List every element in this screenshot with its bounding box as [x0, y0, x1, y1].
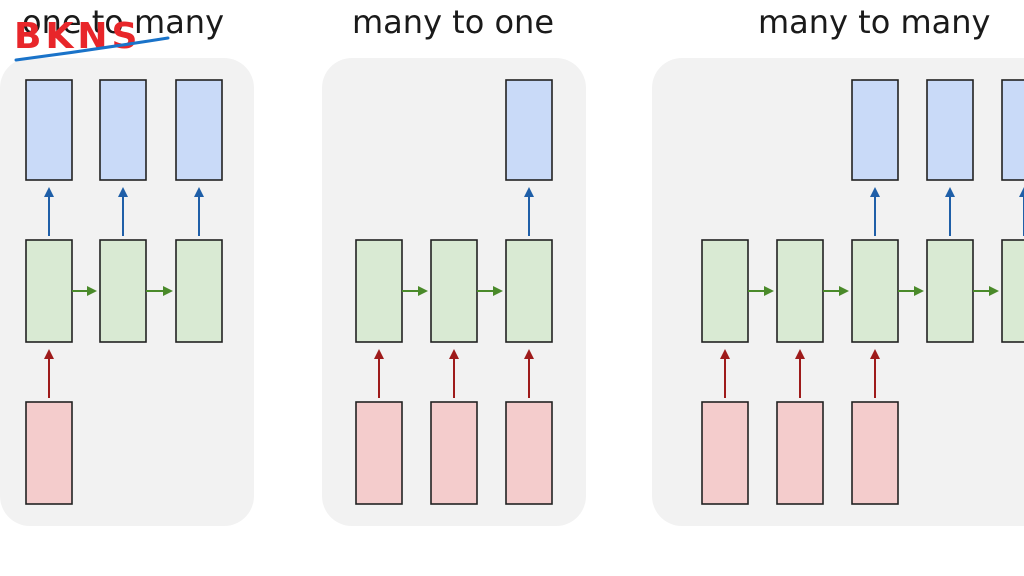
output-box: [926, 79, 974, 181]
input-box: [776, 401, 824, 505]
hidden-box: [776, 239, 824, 343]
output-box: [175, 79, 223, 181]
input-box: [851, 401, 899, 505]
logo-swoosh: [14, 36, 170, 62]
panel-one-to-many: [0, 58, 254, 526]
panel-title-many-to-one: many to one: [352, 3, 555, 41]
output-box: [25, 79, 73, 181]
output-box: [505, 79, 553, 181]
hidden-box: [25, 239, 73, 343]
output-box: [99, 79, 147, 181]
input-box: [430, 401, 478, 505]
panel-title-one-to-many: one to many: [22, 3, 225, 41]
panel-title-many-to-many: many to many: [758, 3, 991, 41]
input-box: [701, 401, 749, 505]
logo-text: BKNS: [14, 16, 141, 57]
hidden-box: [926, 239, 974, 343]
input-box: [355, 401, 403, 505]
input-box: [25, 401, 73, 505]
hidden-box: [355, 239, 403, 343]
hidden-box: [851, 239, 899, 343]
panel-many-to-many: [652, 58, 1024, 526]
hidden-box: [175, 239, 223, 343]
hidden-box: [1001, 239, 1024, 343]
hidden-box: [701, 239, 749, 343]
hidden-box: [505, 239, 553, 343]
output-box: [851, 79, 899, 181]
panel-many-to-one: [322, 58, 586, 526]
hidden-box: [430, 239, 478, 343]
output-box: [1001, 79, 1024, 181]
input-box: [505, 401, 553, 505]
bkns-logo: BKNS: [14, 16, 170, 62]
hidden-box: [99, 239, 147, 343]
